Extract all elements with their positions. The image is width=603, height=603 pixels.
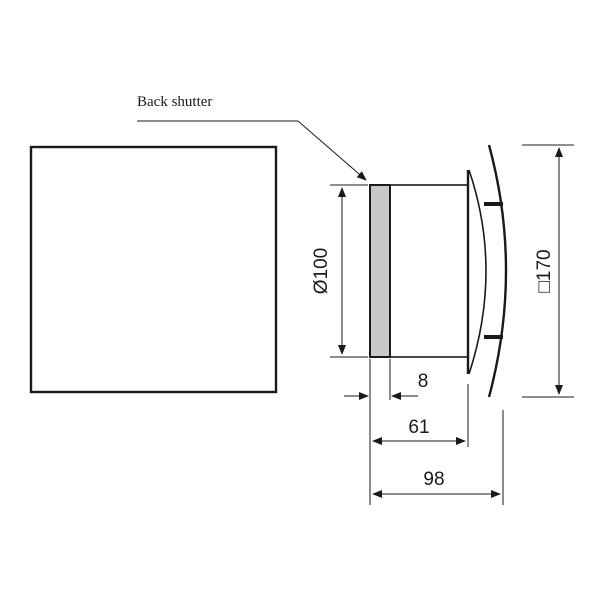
side-view: [369, 144, 508, 398]
total-depth-label: 98: [423, 469, 444, 490]
body-depth-label: 61: [408, 417, 429, 438]
front-cover-inner: [468, 169, 487, 375]
back-shutter: [369, 184, 391, 358]
square-label: □170: [534, 249, 555, 292]
shutter-depth-label: 8: [418, 371, 429, 392]
square-dimension: [522, 144, 574, 398]
front-view-panel: [29, 145, 278, 394]
front-cover-outer: [487, 144, 508, 398]
diameter-label: Ø100: [311, 248, 332, 294]
depth-extension-lines: [369, 359, 504, 505]
diameter-dimension: [330, 184, 368, 358]
back-shutter-label: Back shutter: [137, 94, 212, 110]
fan-body: [389, 184, 469, 358]
back-shutter-leader: [137, 120, 367, 181]
